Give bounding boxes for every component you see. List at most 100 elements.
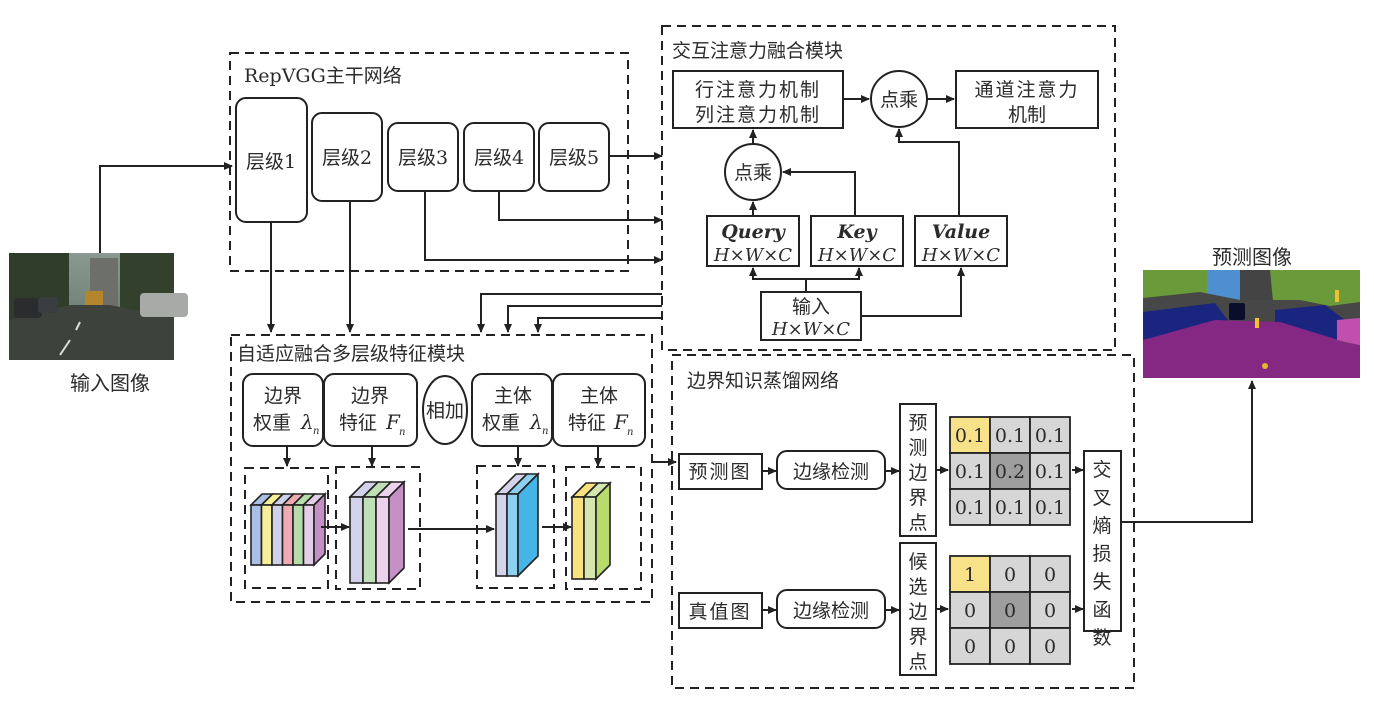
vertical-char: 叉 [1092,487,1111,509]
cube-channel-slice [271,504,284,566]
backbone-stages: 层级1 层级2 层级3 层级4 层级5 [235,97,610,223]
output-image-label: 预测图像 [1212,245,1292,269]
grid-cell-value: 1 [964,564,976,586]
grid-cell-value: 0 [1044,564,1056,586]
grid-cell [1029,555,1071,593]
body-weight-box: 主体 权重 λ n [471,373,553,447]
grid-cell-value: 0.1 [995,425,1025,447]
attention-input-shape: H×W×C [771,319,850,340]
arrow-input-to-stage1 [99,162,233,253]
body-feature-box: 主体 特征 F n [552,373,646,447]
arrow-input-to-key [806,267,863,280]
vertical-char: 界 [908,626,927,648]
cube-channel-slice [571,496,585,580]
vertical-char: 候 [908,551,927,573]
grid-cell-value: 0 [1004,600,1016,622]
key-box [810,215,904,267]
arrow-stage4-to-attention [498,191,663,224]
key-shape: H×W×C [817,245,896,266]
body-feature-sub: n [627,427,633,438]
add-label: 相加 [426,400,464,422]
grid-cell-value: 0.2 [995,461,1025,483]
grid-cell-value: 0.1 [955,461,985,483]
feature-cube-body-feature [570,481,612,581]
grid-cell [989,488,1031,526]
grid-cell [949,627,991,665]
boundary-feature-line2: 特征 [339,412,377,434]
body-weight-sub: n [542,426,548,437]
grid-cell [989,416,1031,454]
feature-cube-boundary-feature [348,480,406,585]
pred-map-box [678,453,763,490]
distill-network-title: 边界知识蒸馏网络 [687,370,839,392]
row-col-attention-box [672,70,844,129]
boundary-feature-sub: n [399,427,405,438]
grid-cell [1029,416,1071,454]
attention-module-group [661,25,1116,351]
stage-2-box [311,112,383,202]
cube-channel-slice [349,496,364,584]
cube-channel-slice [362,496,377,584]
query-name: Query [721,221,786,243]
boundary-weight-box: 边界 权重 λ n [242,373,324,447]
vertical-char: 预 [908,412,927,434]
boundary-weight-line1: 边界 [264,385,302,407]
channel-attention-line1: 通道注意力 [974,79,1079,101]
output-segmentation-image [1143,270,1360,378]
grid-cell [989,627,1031,665]
cube-channel-slice [260,504,273,566]
dot-product-top-label: 点乘 [880,89,918,111]
body-weight-symbol: λ [529,410,543,434]
key-name: Key [836,221,878,243]
grid-cell [1029,488,1071,526]
grid-cell-value: 0 [1044,636,1056,658]
fusion-module-title: 自适应融合多层级特征模块 [237,343,465,365]
cube-side-face [517,472,539,578]
body-weight-line1: 主体 [494,385,532,407]
attention-module-title: 交互注意力融合模块 [672,40,843,62]
query-box [706,215,800,267]
vertical-char: 界 [908,487,927,509]
cube-channel-slice [583,496,597,580]
grid-cell-value: 0 [964,600,976,622]
pred-map-label: 预测图 [688,461,751,483]
input-image [9,253,188,360]
gt-map-label: 真值图 [688,601,751,623]
cube-side-face [313,492,326,567]
value-shape: H×W×C [921,245,1000,266]
arrow-loss-to-output [1121,380,1256,523]
edge-detect-bottom-label: 边缘检测 [793,600,869,622]
stage-5-label: 层级5 [549,147,599,169]
boundary-feature-line1: 边界 [351,385,389,407]
channel-attention-box [955,70,1099,129]
grid-cell-value: 0.1 [955,425,985,447]
grid-cell-value: 0 [1044,600,1056,622]
body-feature-line2: 特征 [568,412,606,434]
grid-cell [949,488,991,526]
col-attention-label: 列注意力机制 [695,104,821,126]
grid-cell-value: 0.1 [1035,497,1065,519]
cube-channel-slice [302,504,315,566]
arrow-input-to-query [749,267,807,292]
cube-channel-slice [250,504,263,566]
arrow-input-to-value [861,267,965,317]
grid-cell-value: 0 [964,636,976,658]
value-name: Value [932,221,990,243]
fusion-module-group [230,334,653,603]
vertical-char: 点 [908,512,927,534]
cube-channel-slice [281,504,294,566]
cube-channel-slice [506,493,519,577]
arrow-value-to-dot [895,128,960,216]
stage-1-label: 层级1 [246,151,296,173]
body-feature-line1: 主体 [580,385,618,407]
pred-points-box [899,403,937,537]
row-attention-label: 行注意力机制 [695,79,821,101]
vertical-char: 熵 [1092,515,1111,537]
grid-cell [989,555,1031,593]
vertical-char: 数 [1092,627,1111,649]
arrow-key-to-dot [782,168,856,216]
grid-cell-value: 0.1 [995,497,1025,519]
grid-cell-value: 0.1 [955,497,985,519]
